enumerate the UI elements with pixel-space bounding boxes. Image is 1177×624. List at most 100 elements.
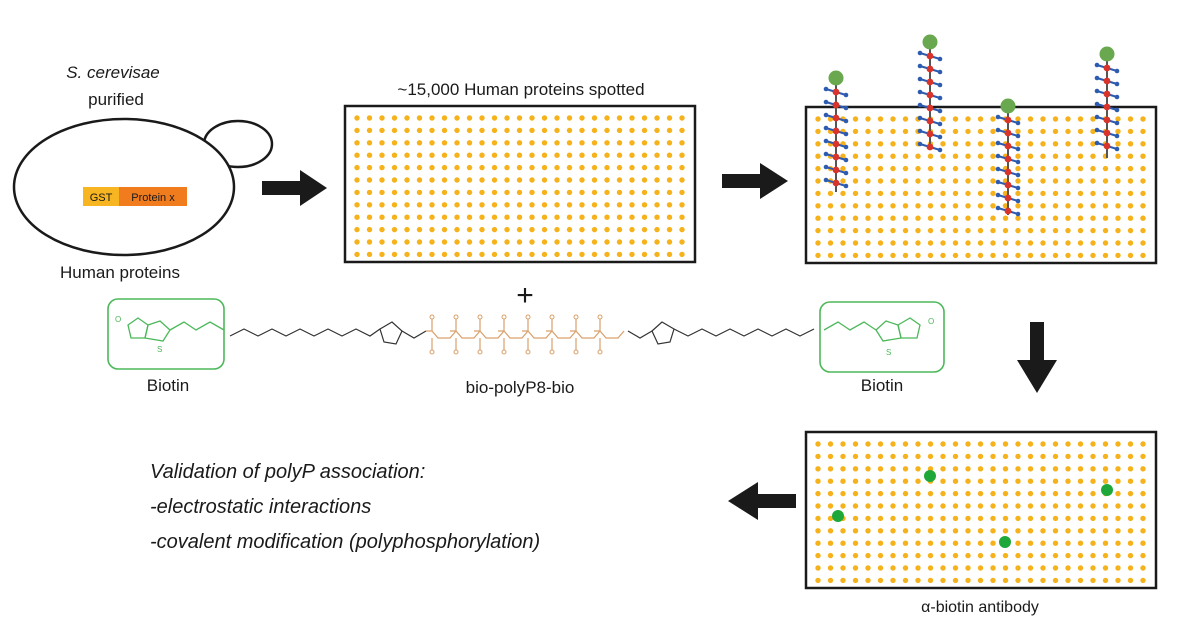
protein-spot: [990, 240, 996, 246]
protein-spot: [977, 190, 984, 197]
protein-spot: [1027, 227, 1034, 234]
protein-spot: [990, 552, 996, 559]
protein-spot: [529, 177, 535, 183]
protein-spot: [890, 441, 896, 447]
protein-spot: [516, 226, 523, 233]
protein-spot: [1015, 190, 1021, 197]
protein-spot: [1140, 466, 1146, 472]
protein-spot: [977, 153, 984, 159]
protein-spot: [379, 226, 385, 233]
protein-spot: [654, 214, 660, 220]
protein-spot: [1052, 153, 1059, 159]
protein-spot: [890, 453, 896, 460]
protein-spot: [840, 215, 846, 221]
protein-spot: [591, 140, 598, 146]
protein-spot: [679, 127, 685, 134]
protein-spot: [1065, 490, 1071, 497]
protein-spot: [516, 152, 523, 158]
protein-spot: [591, 214, 598, 220]
protein-spot: [354, 226, 360, 233]
protein-spot: [990, 565, 996, 571]
protein-spot: [504, 152, 510, 158]
protein-spot: [1077, 503, 1084, 509]
protein-spot: [977, 203, 984, 209]
protein-spot: [840, 240, 846, 246]
protein-spot: [1052, 577, 1059, 584]
protein-spot: [952, 116, 959, 122]
protein-spot: [840, 153, 846, 159]
protein-spot: [840, 178, 846, 184]
protein-spot: [965, 240, 971, 246]
protein-spot: [666, 164, 673, 171]
protein-spot: [1127, 503, 1134, 509]
protein-spot: [366, 177, 373, 183]
protein-spot: [927, 515, 934, 522]
protein-spot: [554, 226, 560, 233]
protein-spot: [977, 453, 984, 460]
protein-spot: [1040, 203, 1046, 209]
protein-spot: [454, 164, 460, 171]
protein-spot: [865, 490, 871, 497]
protein-spot: [1115, 203, 1121, 209]
protein-spot: [441, 202, 448, 208]
protein-spot: [965, 215, 971, 221]
protein-spot: [491, 214, 498, 220]
gst-tag: [83, 187, 119, 206]
protein-spot: [1027, 466, 1034, 472]
protein-spot: [877, 178, 884, 184]
protein-spot: [1090, 178, 1096, 184]
protein-spot: [952, 178, 959, 184]
protein-spot: [965, 141, 971, 147]
protein-spot: [890, 577, 896, 584]
protein-spot: [529, 127, 535, 134]
protein-spot: [890, 540, 896, 546]
protein-spot: [865, 515, 871, 522]
protein-spot: [1127, 252, 1134, 259]
protein-spot: [1040, 141, 1046, 147]
protein-spot: [977, 577, 984, 584]
protein-spot: [429, 140, 435, 146]
peg-linker-left: [229, 328, 381, 337]
protein-spot: [915, 441, 921, 447]
protein-spot: [877, 190, 884, 197]
biotin-label-right: Biotin: [861, 376, 904, 395]
protein-spot: [1065, 116, 1071, 122]
protein-spot: [902, 577, 909, 584]
protein-spot: [1015, 552, 1021, 559]
protein-spot: [840, 252, 846, 259]
protein-spot: [852, 215, 859, 221]
protein-spot: [990, 165, 996, 172]
protein-spot: [466, 177, 473, 183]
protein-spot: [815, 215, 821, 221]
protein-spot: [1015, 252, 1021, 259]
protein-spot: [404, 214, 410, 220]
protein-spot: [529, 214, 535, 220]
protein-spot: [940, 466, 946, 472]
protein-spot: [1065, 190, 1071, 197]
protein-spot: [1127, 128, 1134, 135]
protein-spot: [1040, 540, 1046, 546]
protein-spot: [877, 453, 884, 460]
protein-spot: [416, 115, 423, 121]
protein-spot: [629, 202, 635, 208]
protein-spot: [391, 239, 398, 245]
protein-spot: [541, 152, 548, 158]
protein-spot: [890, 552, 896, 559]
protein-spot: [1115, 577, 1121, 584]
protein-spot: [516, 177, 523, 183]
protein-spot: [952, 240, 959, 246]
protein-spot: [616, 152, 623, 158]
protein-spot: [516, 164, 523, 171]
protein-spot: [952, 552, 959, 559]
protein-spot: [1052, 453, 1059, 460]
protein-spot: [927, 215, 934, 221]
protein-spot: [902, 490, 909, 497]
protein-spot: [379, 115, 385, 121]
protein-spot: [1140, 240, 1146, 246]
protein-spot: [1052, 515, 1059, 522]
protein-spot: [840, 227, 846, 234]
protein-spot: [1077, 577, 1084, 584]
protein-spot: [579, 115, 585, 121]
protein-spot: [1115, 252, 1121, 259]
protein-spot: [1040, 466, 1046, 472]
